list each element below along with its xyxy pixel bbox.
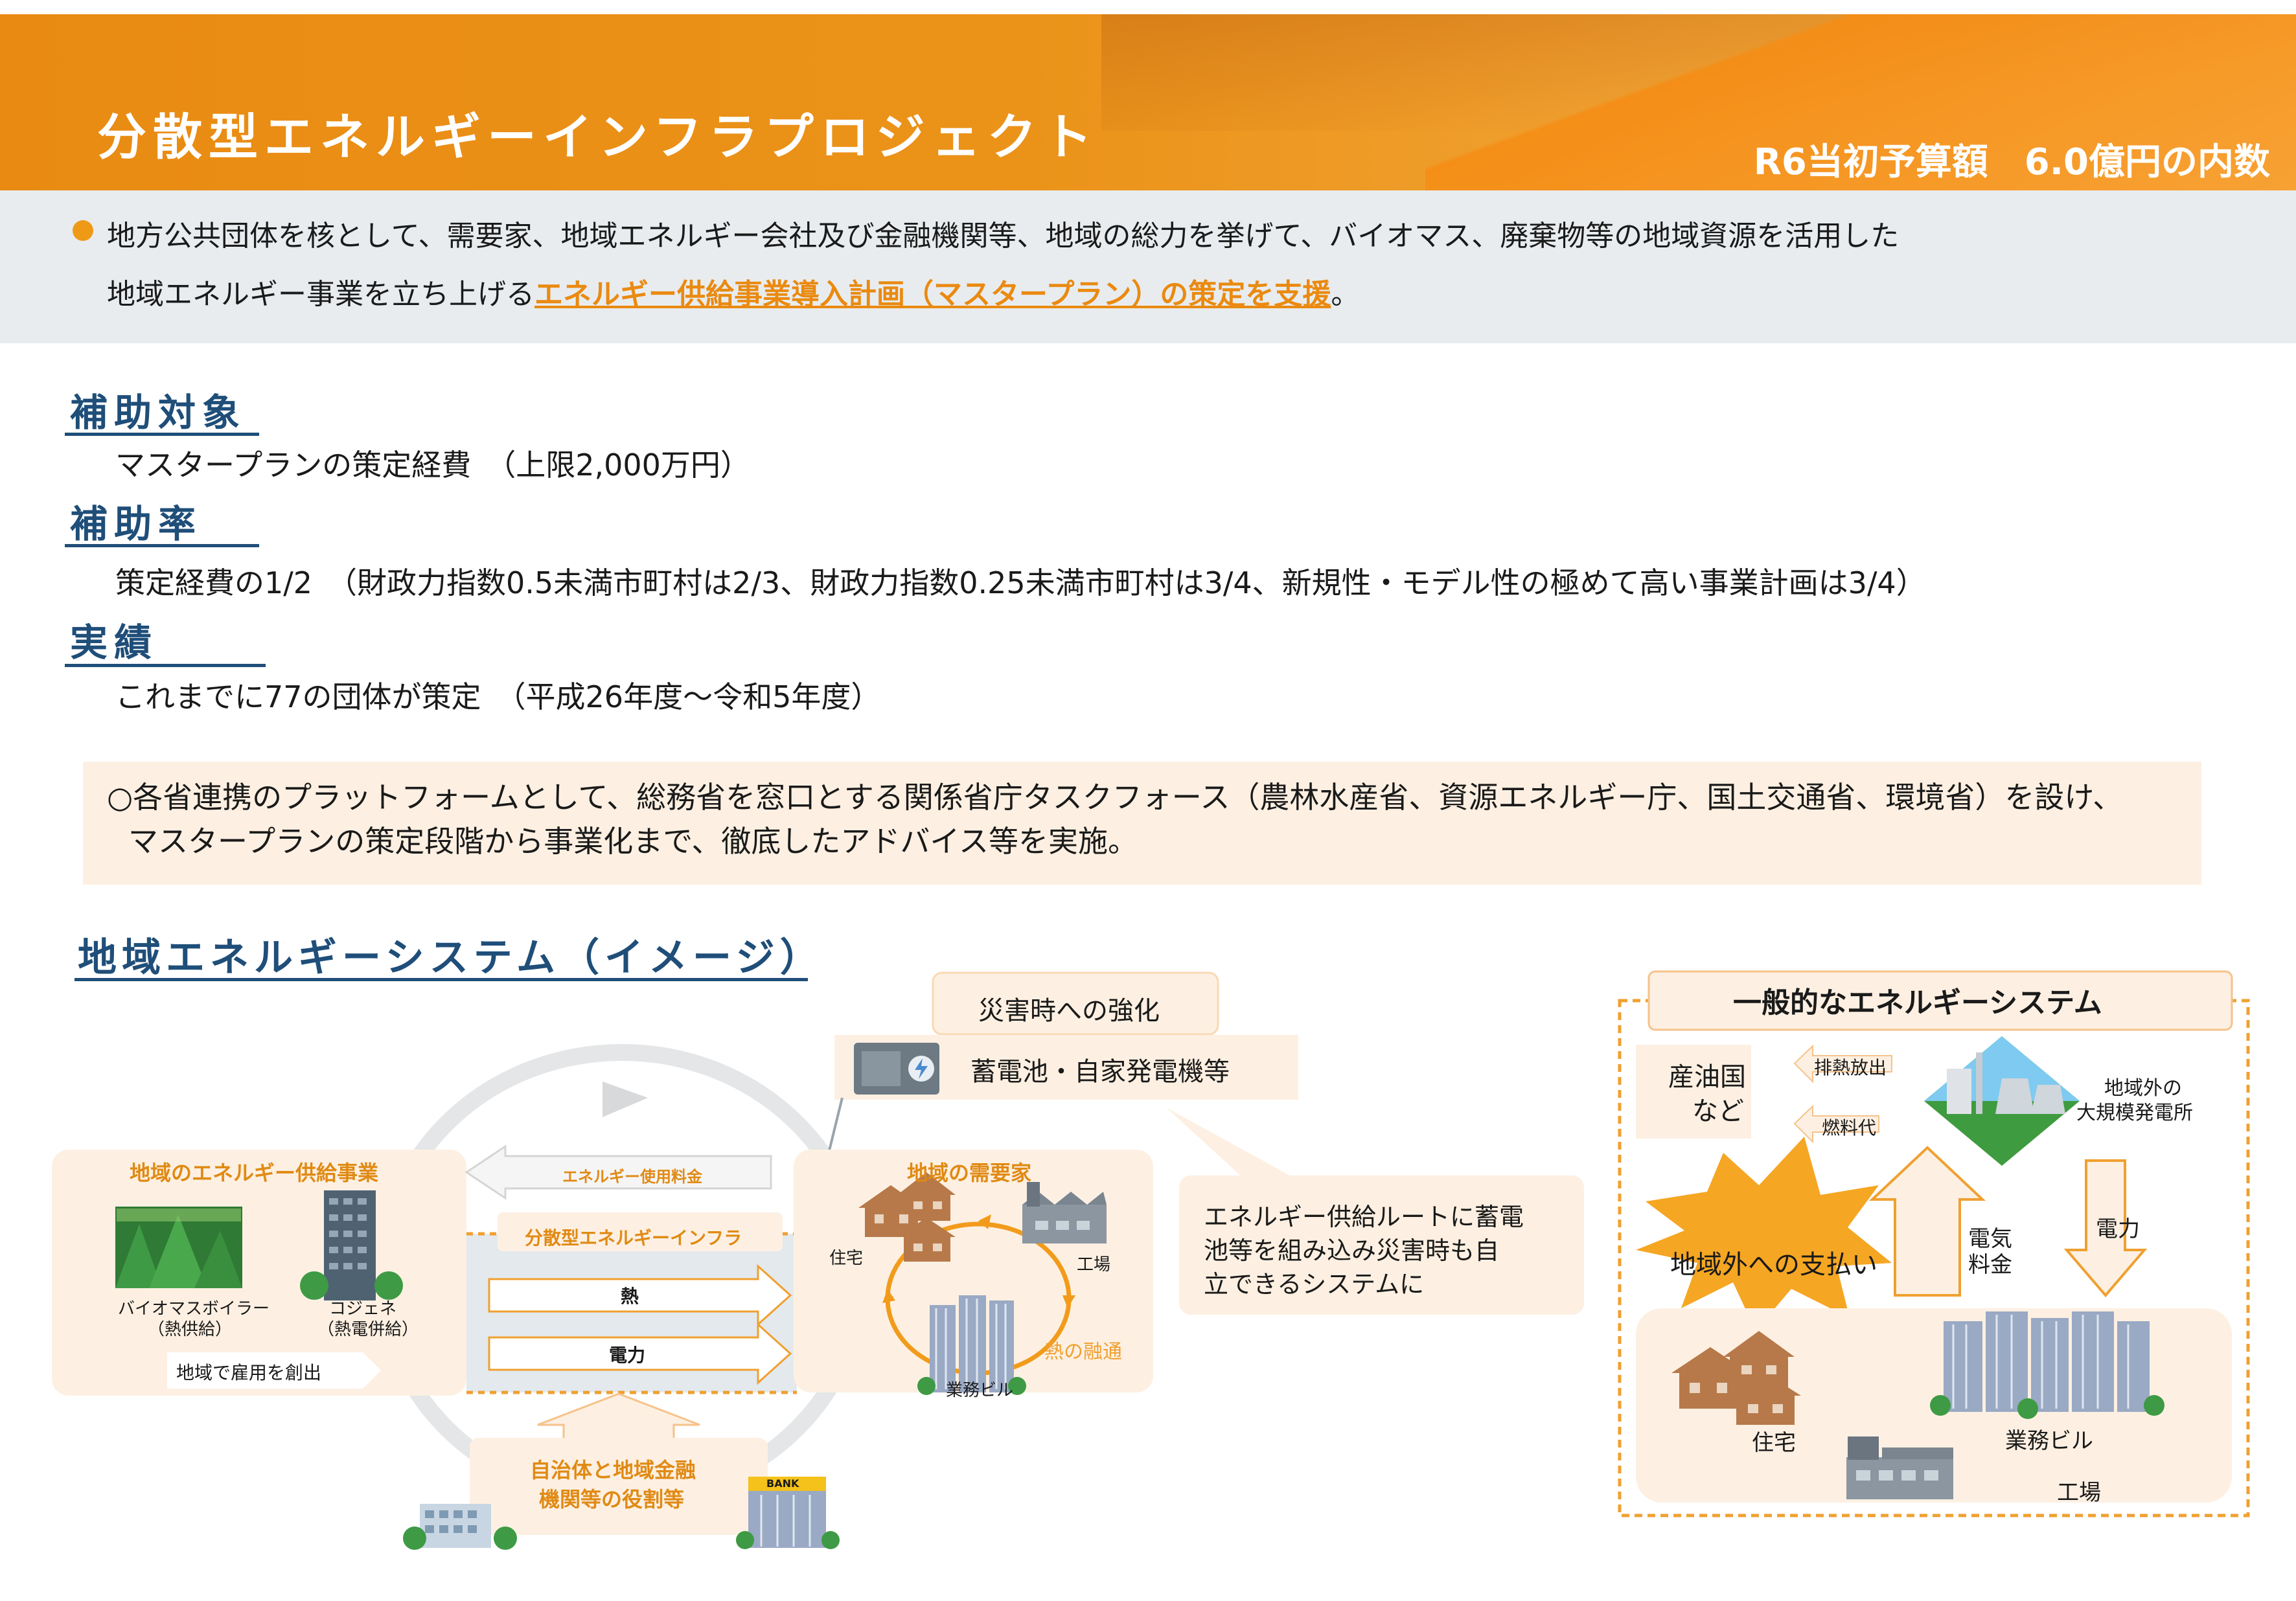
summary-prefix: 地域エネルギー事業を立ち上げる [107,278,534,311]
cogen-label: コジェネ [329,1299,397,1319]
consumer-factory: 工場 [1077,1255,1111,1275]
outflow-label: 地域外への支払い [1670,1250,1877,1280]
cogen-sub: （熱電併給） [317,1320,419,1339]
summary-panel [0,190,2296,343]
callout-line-1: エネルギー供給ルートに蓄電 [1204,1203,1524,1231]
callout-line-3: 立できるシステムに [1204,1270,1425,1299]
oil-country-1: 産油国 [1668,1062,1746,1092]
battery-label: 蓄電池・自家発電機等 [970,1057,1230,1087]
page-title: 分散型エネルギーインフラプロジェクト [97,108,1099,166]
local-system-diagram [52,971,1584,1550]
heat-exchange-label: 熱の融通 [1044,1341,1122,1363]
biomass-label: バイオマスボイラー [118,1299,270,1319]
general-factory: 工場 [2057,1480,2101,1506]
general-system-title: 一般的なエネルギーシステム [1733,986,2102,1019]
section-heading-subsidy-target: 補助対象 [70,391,247,435]
electricity-fee-1: 電気 [1968,1226,2012,1252]
section-text-subsidy-rate: 策定経費の1/2 （財政力指数0.5未満市町村は2/3、財政力指数0.25未満市… [115,565,1926,600]
local-system-heading: 地域エネルギーシステム（イメージ） [78,935,824,981]
section-heading-subsidy-rate: 補助率 [70,502,203,546]
summary-line-2: 地域エネルギー事業を立ち上げるエネルギー供給事業導入計画（マスタープラン）の策定… [107,271,1359,312]
infra-label: 分散型エネルギーインフラ [525,1227,742,1249]
consumer-office: 業務ビル [946,1381,1014,1400]
section-underline [65,544,259,547]
section-text-results: これまでに77の団体が策定 （平成26年度～令和5年度） [115,679,881,714]
note-box [83,762,2201,885]
heat-label: 熱 [621,1286,639,1307]
biomass-sub: （熱供給） [148,1320,233,1339]
general-system-diagram [1618,970,2250,1517]
bank-sign: BANK [766,1477,799,1490]
section-underline [65,664,266,667]
callout-line-2: 池等を組み込み災害時も自 [1204,1236,1500,1265]
finance-label-2: 機関等の役割等 [539,1487,685,1512]
jobs-label: 地域で雇用を創出 [176,1362,322,1383]
header-banner [0,14,2296,190]
power-label: 電力 [609,1345,646,1366]
power-label-general: 電力 [2096,1216,2140,1242]
exhaust-label: 排熱放出 [1814,1057,1887,1078]
consumer-title: 地域の需要家 [907,1161,1032,1185]
finance-label-1: 自治体と地域金融 [530,1458,696,1482]
section-text-subsidy-target: マスタープランの策定経費 （上限2,000万円） [115,448,750,483]
fuel-label: 燃料代 [1822,1117,1877,1139]
section-underline [75,978,808,981]
consumer-house: 住宅 [829,1249,864,1268]
bullet-icon [73,220,93,241]
section-underline [65,433,259,436]
general-house: 住宅 [1752,1430,1796,1456]
supplier-title: 地域のエネルギー供給事業 [130,1161,379,1185]
oil-country-2: など [1692,1096,1744,1126]
fee-label: エネルギー使用料金 [562,1168,702,1186]
summary-line-1: 地方公共団体を核として、需要家、地域エネルギー会社及び金融機関等、地域の総力を挙… [107,220,1900,253]
disaster-title: 災害時への強化 [978,996,1160,1026]
summary-suffix: 。 [1331,278,1360,311]
section-heading-results: 実績 [70,620,159,664]
plant-label-2: 大規模発電所 [2076,1102,2193,1124]
summary-highlight: エネルギー供給事業導入計画（マスタープラン）の策定を支援 [534,278,1331,311]
electricity-fee-2: 料金 [1968,1252,2012,1278]
plant-label-1: 地域外の [2104,1077,2182,1100]
budget-amount: R6当初予算額 6.0億円の内数 [1753,141,2270,183]
general-office: 業務ビル [2005,1428,2093,1454]
note-line-1: ○各省連携のプラットフォームとして、総務省を窓口とする関係省庁タスクフォース（農… [107,780,2123,815]
note-line-2: マスタープランの策定段階から事業化まで、徹底したアドバイス等を実施。 [128,824,1138,859]
